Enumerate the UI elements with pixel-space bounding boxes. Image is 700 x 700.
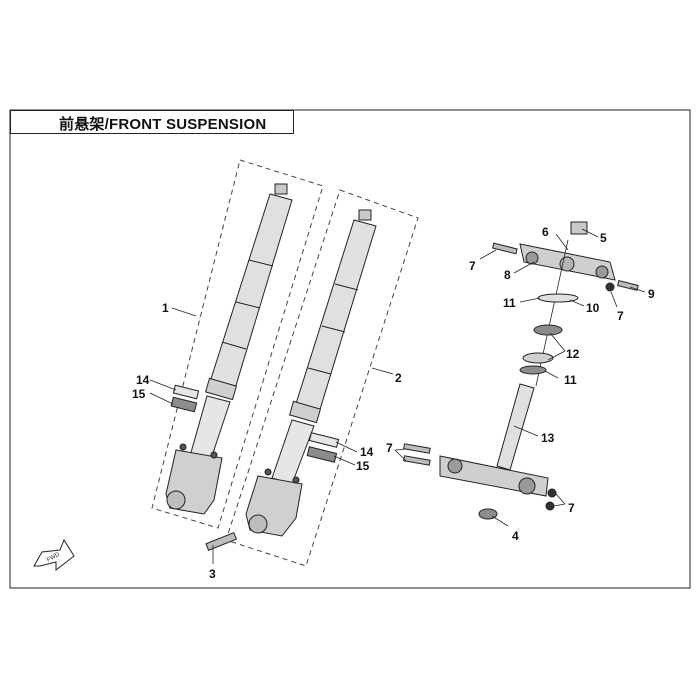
callout-8: 8 xyxy=(504,268,511,282)
fork-1-bolt-a xyxy=(179,443,187,451)
fork-2-band-b xyxy=(321,325,346,333)
callout-3: 3 xyxy=(209,567,216,581)
fork-2-band-c xyxy=(307,367,332,375)
part-7-nut-right-a xyxy=(547,488,557,498)
callout-15-left: 15 xyxy=(132,387,146,401)
fork-leg-2 xyxy=(225,189,419,567)
callout-13: 13 xyxy=(541,431,555,445)
callout-15-right: 15 xyxy=(356,459,370,473)
fork-2-collar xyxy=(288,400,322,424)
fork-2-upper-tube xyxy=(293,219,377,417)
fork-2-band-a xyxy=(334,283,359,291)
part-14-right xyxy=(308,432,340,448)
fork-1-cap xyxy=(274,183,288,195)
callout-6: 6 xyxy=(542,225,549,239)
fork-1-band-c xyxy=(221,341,247,350)
fork-1-bolt-b xyxy=(210,451,218,459)
upper-clamp-hole-a xyxy=(525,251,539,265)
part-12-bearing-lower xyxy=(522,352,554,364)
fork-2-dashed-box xyxy=(225,189,419,567)
part-7-bolt-left-b xyxy=(403,455,431,466)
title-box: 前悬架/FRONT SUSPENSION xyxy=(10,110,294,134)
callout-10: 10 xyxy=(586,301,600,315)
upper-clamp-hole-b xyxy=(595,265,609,279)
fork-1-axle xyxy=(166,490,186,510)
fork-2-cap xyxy=(358,209,372,221)
fork-2-bolt-a xyxy=(264,468,272,476)
fwd-arrow-icon: FWD xyxy=(33,538,75,572)
callout-11-upper: 11 xyxy=(503,296,516,310)
part-15-left xyxy=(170,396,198,413)
lower-clamp-hole-a xyxy=(447,458,463,474)
callout-1: 1 xyxy=(162,301,169,315)
callout-7-upper-right: 7 xyxy=(617,309,624,323)
diagram-title: 前悬架/FRONT SUSPENSION xyxy=(59,116,267,133)
part-7-nut-right-b xyxy=(545,501,555,511)
fork-1-upper-tube xyxy=(208,193,293,393)
callout-11-lower: 11 xyxy=(564,373,577,387)
part-3-bolt xyxy=(205,531,238,551)
part-7-nut-right-upper xyxy=(605,282,615,292)
fork-1-collar xyxy=(204,377,238,401)
fork-2-bolt-b xyxy=(292,476,300,484)
callout-14-right: 14 xyxy=(360,445,374,459)
fork-1-band-a xyxy=(248,259,274,267)
callout-12: 12 xyxy=(566,347,580,361)
callout-4: 4 xyxy=(512,529,519,543)
part-7-bolt-left-a xyxy=(403,443,431,454)
part-11-seal-lower xyxy=(519,365,547,375)
callout-5: 5 xyxy=(600,231,607,245)
callout-7-lower-right: 7 xyxy=(568,501,575,515)
part-12-bearing-upper xyxy=(533,324,563,336)
callout-14-left: 14 xyxy=(136,373,150,387)
callout-7-upper-left: 7 xyxy=(469,259,476,273)
part-7-bolt-upper xyxy=(492,242,518,255)
callout-9: 9 xyxy=(648,287,655,301)
fork-2-axle xyxy=(248,514,268,534)
page-border xyxy=(9,109,691,589)
leader-lines xyxy=(149,228,646,564)
callout-2: 2 xyxy=(395,371,402,385)
part-14-left xyxy=(172,384,200,400)
part-5-cap-nut xyxy=(570,221,588,235)
part-15-right xyxy=(306,446,338,463)
fork-leg-1 xyxy=(151,159,324,529)
steering-assembly xyxy=(403,221,639,520)
lower-clamp-hole-b xyxy=(518,477,536,495)
fork-1-band-b xyxy=(235,301,261,309)
callout-7-lower-left: 7 xyxy=(386,441,393,455)
upper-clamp-hole-center xyxy=(559,256,575,272)
